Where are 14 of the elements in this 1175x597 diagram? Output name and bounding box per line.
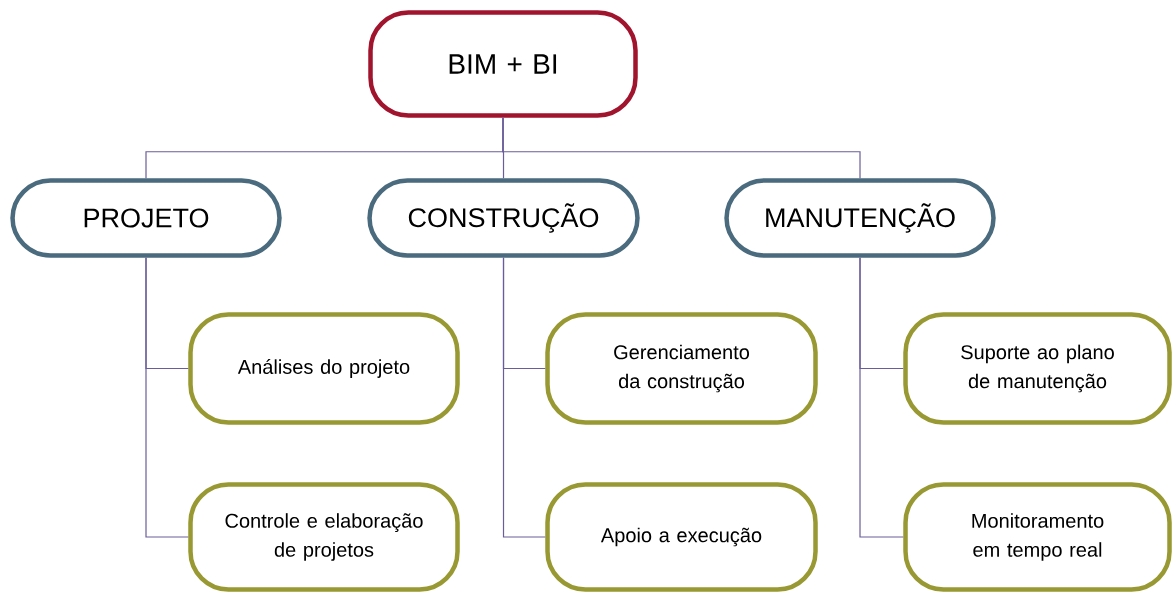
- item-box: Controle e elaboração de projetos: [188, 482, 460, 592]
- category-box: PROJETO: [10, 178, 282, 258]
- item-box: Monitoramento em tempo real: [903, 482, 1172, 592]
- item-box: Gerenciamento da construção: [545, 312, 818, 425]
- item-box: Suporte ao plano de manutenção: [903, 312, 1172, 425]
- top-box: BIM + BI: [368, 10, 638, 118]
- item-box: Análises do projeto: [188, 312, 460, 425]
- connector-line: [145, 257, 189, 538]
- category-box: CONSTRUÇÃO: [367, 178, 640, 258]
- connector-line: [502, 117, 861, 179]
- category-box: MANUTENÇÃO: [724, 178, 996, 258]
- item-box: Apoio a execução: [545, 482, 818, 592]
- connector-line: [502, 257, 546, 538]
- connector-line: [859, 257, 904, 538]
